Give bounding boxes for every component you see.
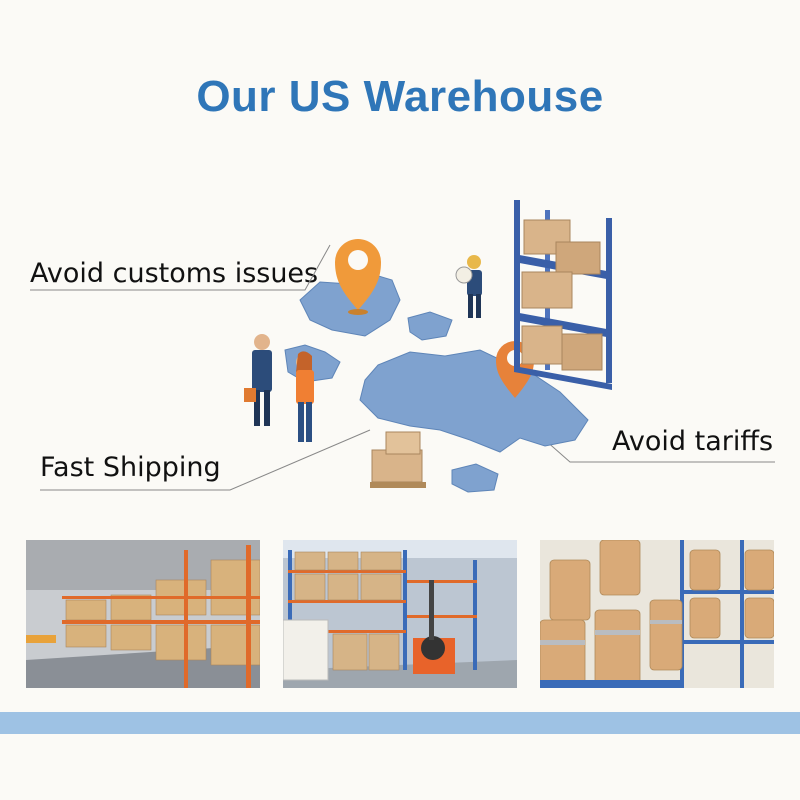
map-landmass <box>451 463 499 493</box>
feature-avoid-tariffs: Avoid tariffs <box>612 426 774 457</box>
feature-avoid-customs: Avoid customs issues <box>30 258 319 289</box>
storage-rack <box>514 200 612 390</box>
map-landmass <box>359 349 589 453</box>
leader-line <box>544 439 775 463</box>
location-pin-icon <box>335 239 381 315</box>
warehouse-illustration <box>30 200 775 493</box>
warehouse-forklift-photo <box>283 540 517 688</box>
feature-fast-shipping: Fast Shipping <box>40 452 221 483</box>
leader-line <box>30 244 331 291</box>
business-people <box>244 334 314 442</box>
warehouse-worker <box>455 255 482 318</box>
world-map <box>284 271 589 493</box>
leader-line <box>40 429 371 491</box>
cardboard-boxes <box>370 431 426 488</box>
bottom-bar <box>0 712 800 734</box>
page-title: Our US Warehouse <box>196 72 604 121</box>
warehouse-aisle-photo <box>26 540 260 688</box>
map-landmass <box>407 311 453 341</box>
warehouse-drums-photo <box>540 540 774 688</box>
